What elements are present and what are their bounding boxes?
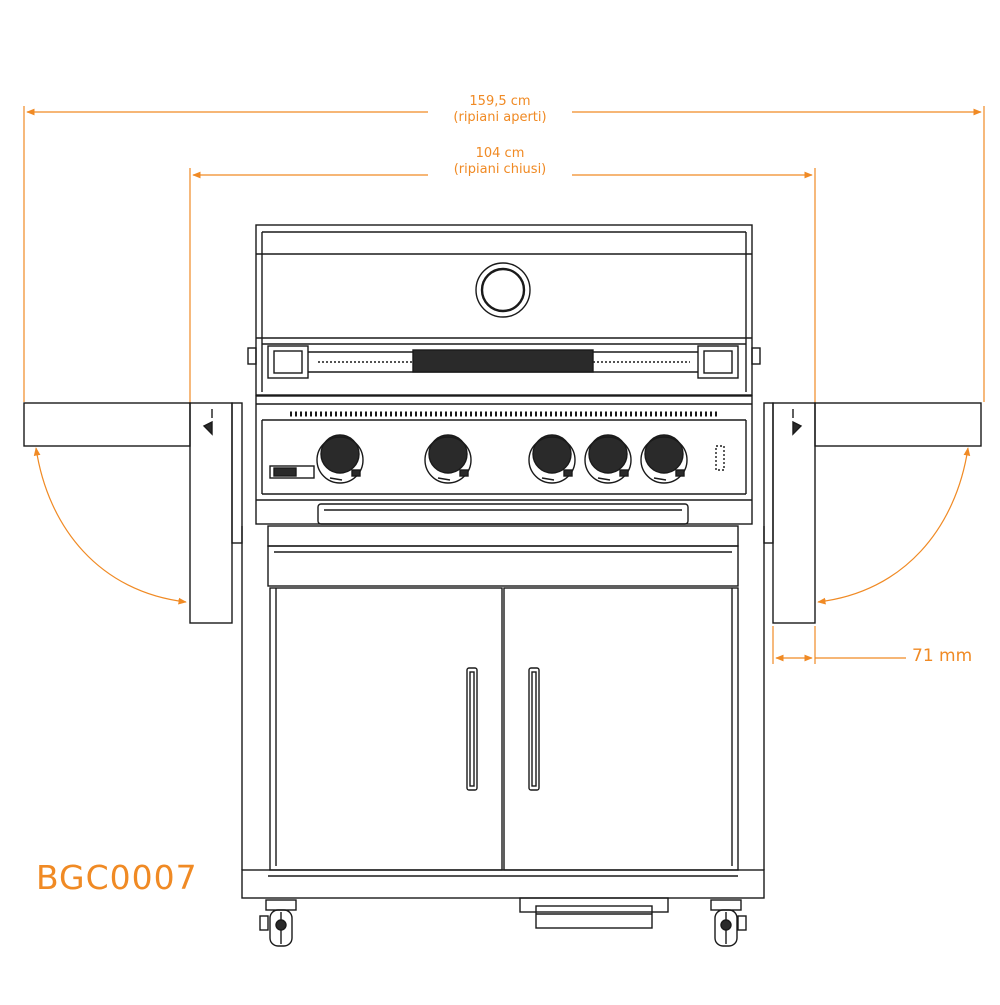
- grill-lid: [255, 224, 753, 396]
- burner-knob: [424, 434, 472, 484]
- gas-tank-tray: [519, 897, 669, 929]
- igniter-icon: [715, 445, 725, 471]
- burner-knobs: [316, 434, 688, 484]
- door-handle: [466, 667, 478, 791]
- left-side-shelf: [23, 402, 243, 624]
- product-code: BGC0007: [36, 858, 198, 897]
- dimension-open-width: [23, 106, 985, 402]
- open-width-note: (ripiani aperti): [453, 110, 547, 125]
- dimension-shelf-depth: [772, 626, 906, 664]
- thermometer: [475, 262, 531, 318]
- cart-body: [241, 525, 765, 870]
- right-side-shelf: [763, 402, 982, 624]
- closed-width-note: (ripiani chiusi): [453, 162, 547, 177]
- dimension-closed-width: [189, 168, 816, 404]
- caster-wheel-right: [710, 899, 747, 947]
- drip-tray-handle: [317, 503, 689, 525]
- lid-handle: [247, 345, 761, 379]
- burner-knob: [640, 434, 688, 484]
- cabinet-doors: [269, 587, 739, 871]
- burner-knob: [528, 434, 576, 484]
- closed-width-value: 104 cm: [475, 146, 525, 161]
- burner-knob: [584, 434, 632, 484]
- cart-base: [241, 869, 765, 899]
- brand-badge: [269, 465, 315, 479]
- open-width-value: 159,5 cm: [469, 94, 531, 109]
- burner-knob: [316, 434, 364, 484]
- caster-wheel-left: [259, 899, 297, 947]
- shelf-depth-value: 71 mm: [912, 646, 973, 666]
- shelf-fold-arcs: [33, 447, 971, 605]
- door-handle: [528, 667, 540, 791]
